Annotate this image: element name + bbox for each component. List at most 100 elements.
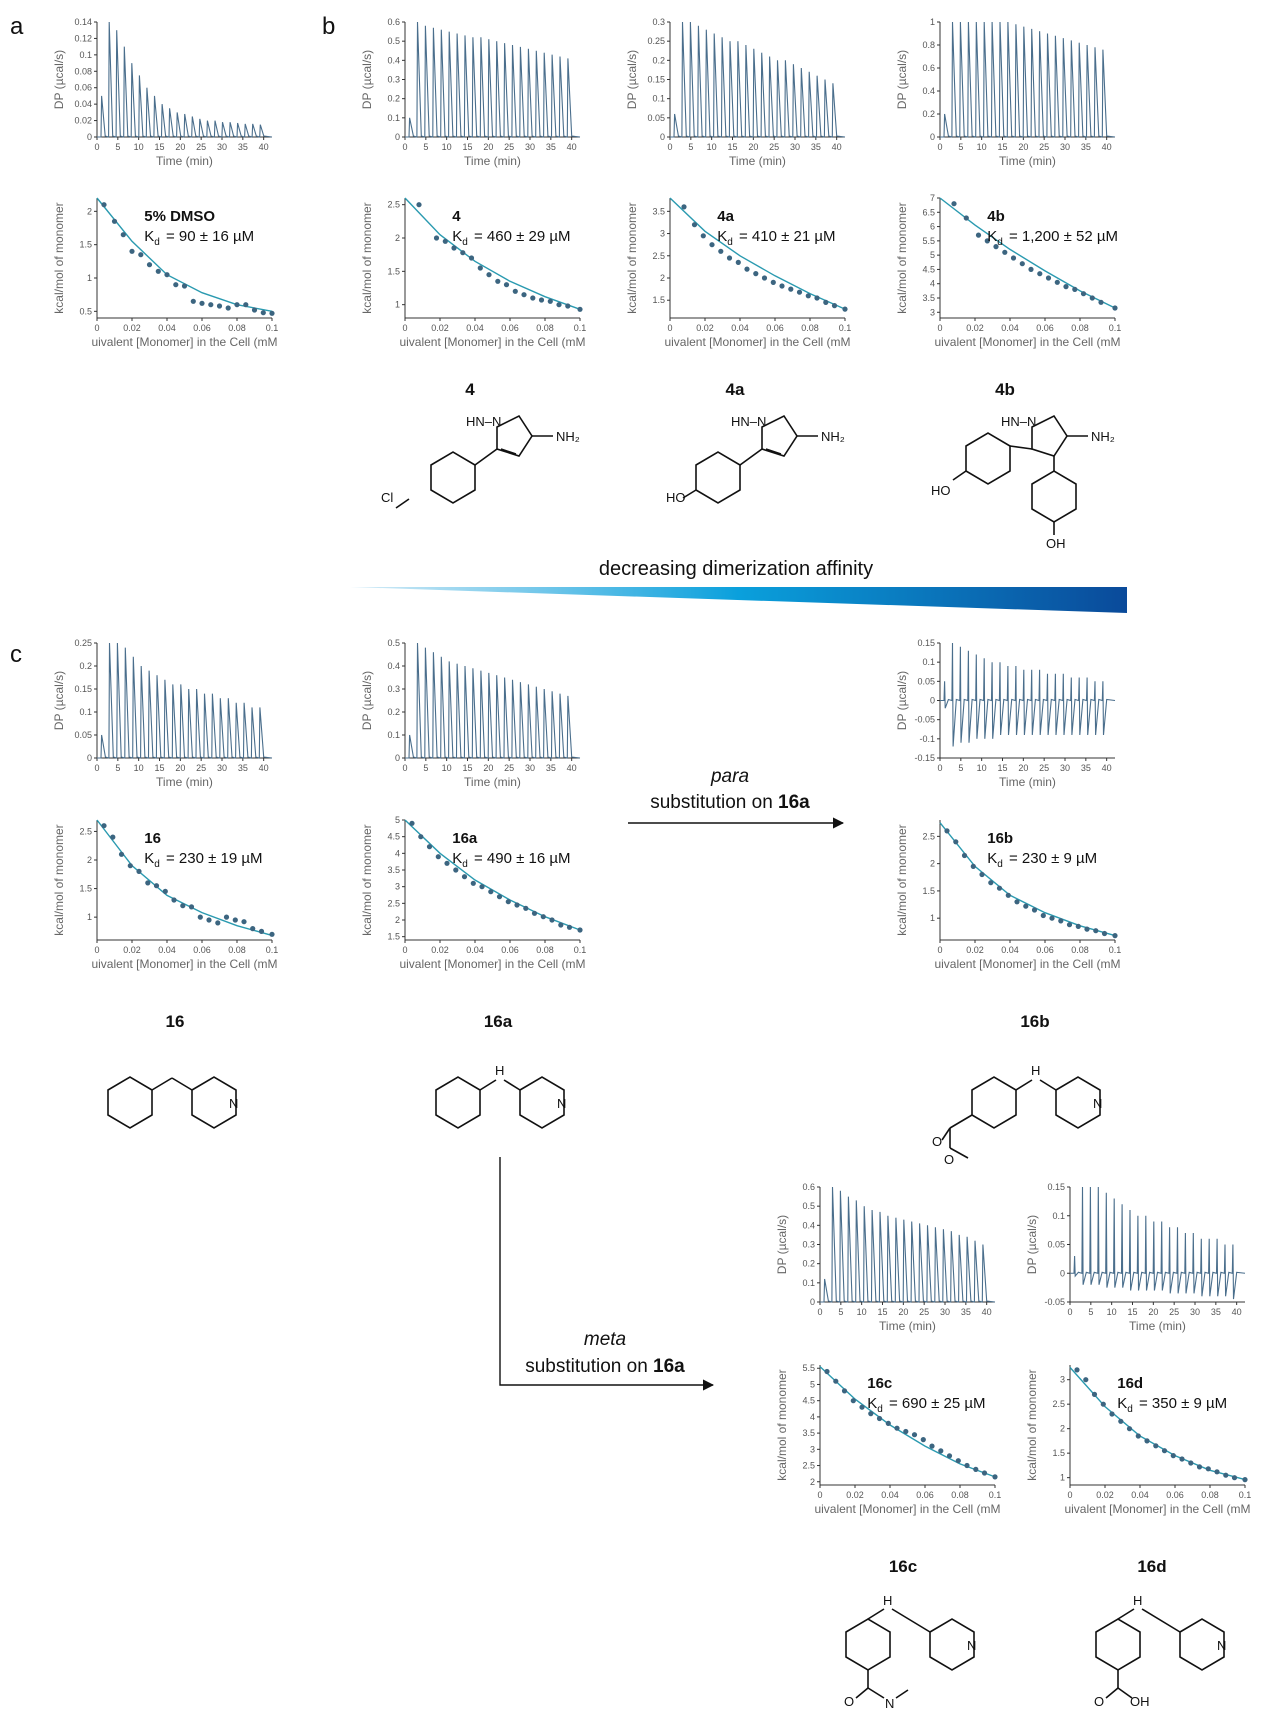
x-tick-label: 5 (1088, 1307, 1093, 1317)
y-axis-label: kcal/mol of monomer (625, 202, 639, 313)
fit-curve (404, 197, 581, 310)
x-tick-label: 35 (1081, 763, 1091, 773)
y-tick-label: 0.1 (387, 730, 400, 740)
data-point (1205, 1466, 1211, 1472)
svg-text:N: N (967, 1638, 976, 1653)
y-tick-label: 5 (930, 250, 935, 260)
y-tick-label: 0.15 (917, 638, 935, 648)
data-point (718, 248, 724, 254)
kd-subscript: d (154, 859, 160, 870)
meta-arrow-caption: substitution on 16a (525, 1356, 685, 1377)
x-tick-label: 10 (707, 142, 717, 152)
x-tick-label: 0.04 (466, 323, 484, 333)
svg-text:HN–N: HN–N (1001, 414, 1036, 429)
data-point (208, 302, 214, 308)
y-tick-label: 0.3 (652, 17, 665, 27)
x-tick-label: 0.08 (1071, 323, 1089, 333)
y-tick-label: 1.5 (387, 932, 400, 942)
x-tick-label: 0 (94, 142, 99, 152)
data-point (796, 289, 803, 295)
y-tick-label: 5.5 (802, 1363, 815, 1373)
x-tick-label: 0.04 (158, 945, 176, 955)
data-point (770, 279, 776, 285)
x-tick-label: 5 (958, 142, 963, 152)
meta-arrow-line (499, 1157, 715, 1391)
data-point (1031, 907, 1038, 913)
data-point (269, 310, 275, 316)
y-tick-label: 2.5 (79, 826, 92, 836)
x-tick-label: 0.1 (1239, 1490, 1252, 1500)
data-point (981, 1470, 988, 1476)
x-tick-label: 0 (937, 323, 942, 333)
data-point (488, 889, 494, 895)
y-tick-label: 0.1 (79, 707, 92, 717)
fit-curve (819, 1366, 996, 1478)
data-point (173, 282, 179, 288)
svg-text:NH₂: NH₂ (821, 429, 845, 444)
data-point (1040, 912, 1046, 919)
y-axis-label: DP (µcal/s) (895, 50, 909, 109)
y-tick-label: 1 (87, 912, 92, 922)
data-point (577, 927, 583, 933)
kd-annotation: Kd = 690 ± 25 µM (867, 1395, 985, 1415)
x-tick-label: 25 (504, 142, 514, 152)
data-point (223, 914, 230, 920)
svg-text:H: H (1031, 1063, 1040, 1078)
svg-text:HO: HO (931, 483, 951, 498)
y-tick-label: 4.5 (922, 264, 935, 274)
y-tick-label: 2 (87, 855, 92, 865)
y-axis-label: DP (µcal/s) (1025, 1215, 1039, 1274)
y-axis-label: kcal/mol of monomer (360, 202, 374, 313)
data-point (538, 297, 545, 303)
data-point (155, 268, 161, 274)
y-tick-label: 0.15 (1047, 1182, 1065, 1192)
data-point (468, 255, 475, 261)
y-tick-label: 0.4 (387, 661, 400, 671)
data-point (1091, 1391, 1098, 1397)
para-arrow: para substitution on 16a (628, 766, 845, 829)
x-axis-label: Time (min) (1129, 1319, 1186, 1333)
y-tick-label: 0.2 (652, 55, 665, 65)
data-point (726, 255, 733, 261)
y-tick-label: 0.1 (79, 50, 92, 60)
x-tick-label: 15 (462, 763, 472, 773)
x-axis-label: uivalent [Monomer] in the Cell (mM (91, 957, 277, 971)
x-tick-label: 0 (402, 323, 407, 333)
data-point (805, 293, 811, 299)
data-point (556, 302, 562, 308)
data-point (547, 298, 553, 304)
x-tick-label: 0 (94, 323, 99, 333)
data-point (426, 844, 433, 850)
data-point (495, 278, 501, 284)
data-point (1196, 1464, 1203, 1470)
data-point (225, 305, 231, 311)
x-tick-label: 5 (423, 142, 428, 152)
data-point (955, 1458, 961, 1464)
y-tick-label: 3 (930, 307, 935, 317)
thermogram-trace (940, 21, 1116, 138)
data-point (1179, 1456, 1185, 1462)
y-tick-label: 3 (395, 882, 400, 892)
data-point (970, 863, 976, 870)
y-tick-label: 0.2 (387, 94, 400, 104)
x-tick-label: 0.02 (966, 945, 984, 955)
svg-text:HO: HO (666, 490, 686, 505)
x-tick-label: 30 (217, 763, 227, 773)
data-point (823, 299, 829, 305)
structure-16b (941, 1076, 1101, 1159)
data-point (1054, 279, 1060, 285)
data-point (232, 917, 238, 923)
kd-annotation: Kd = 1,200 ± 52 µM (987, 228, 1118, 248)
data-point (523, 905, 529, 911)
x-tick-label: 35 (238, 763, 248, 773)
data-point (1170, 1453, 1176, 1459)
x-tick-label: 25 (1039, 763, 1049, 773)
data-point (1010, 255, 1017, 261)
x-tick-label: 20 (483, 142, 493, 152)
